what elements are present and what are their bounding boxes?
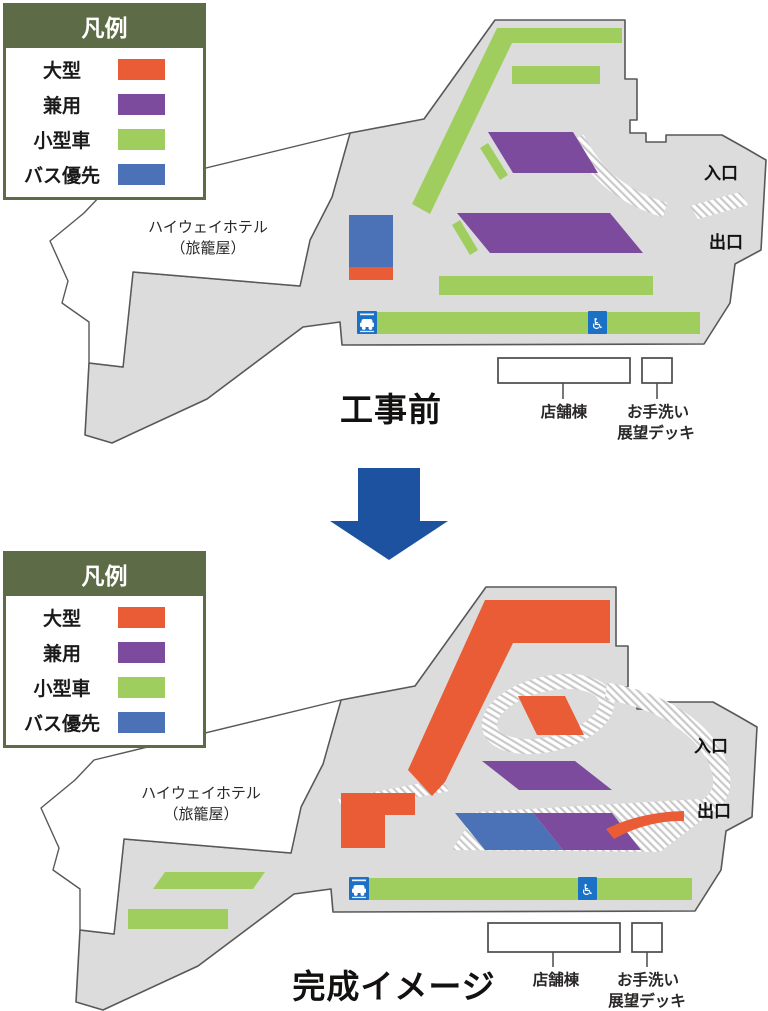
hotel-sub: （旅籠屋）	[163, 805, 239, 823]
hotel-name: ハイウェイホテル	[148, 218, 268, 236]
color-swatch	[118, 676, 165, 698]
shared-lot-upper	[482, 761, 612, 790]
legend-label: 小型車	[33, 677, 91, 700]
color-swatch	[118, 606, 165, 628]
legend-item-bus: バス優先	[6, 711, 203, 735]
small-car-strip-mid	[439, 276, 653, 295]
entrance-label-before: 入口	[704, 164, 738, 184]
color-swatch	[118, 58, 165, 80]
restroom-building	[641, 357, 673, 384]
restroom-label-before: お手洗い	[626, 403, 690, 421]
large-vehicle-bent-band	[408, 600, 610, 796]
before-map: ♿	[49, 19, 767, 444]
after-map: ♿	[40, 586, 758, 1011]
small-car-sliver-lower	[452, 220, 478, 255]
shared-lot-lower	[533, 813, 641, 850]
legend-label: バス優先	[23, 164, 100, 187]
shared-lot-upper	[488, 132, 598, 173]
shared-lot-lower	[457, 213, 643, 253]
legend-label: 小型車	[33, 129, 91, 152]
small-car-bent-band	[412, 28, 622, 214]
deck-label-after: 展望デッキ	[608, 992, 686, 1010]
legend-item-small: 小型車	[6, 676, 203, 700]
legend-item-shared: 兼用	[6, 93, 203, 117]
color-swatch	[118, 93, 165, 115]
legend-body: 大型 兼用 小型車 バス優先	[6, 596, 203, 745]
after-map-title: 完成イメージ	[292, 967, 496, 1006]
color-swatch	[118, 711, 165, 733]
large-vehicle-corner-lot	[341, 793, 415, 848]
ev-charging-icon	[357, 311, 377, 334]
before-map-title: 工事前	[340, 390, 442, 429]
restroom-building	[631, 922, 663, 953]
legend-label: バス優先	[23, 712, 100, 735]
legend-item-small: 小型車	[6, 128, 203, 152]
entrance-label-after: 入口	[694, 737, 728, 757]
ev-charging-icon	[349, 877, 369, 900]
small-car-strip-long	[358, 312, 700, 334]
restroom-label-after: お手洗い	[616, 971, 680, 989]
deck-label-before: 展望デッキ	[617, 424, 695, 442]
hotel-label-after: ハイウェイホテル （旅籠屋）	[141, 783, 261, 825]
small-car-strip-b	[128, 909, 228, 929]
road-hatch-band	[690, 192, 748, 219]
color-swatch	[118, 163, 165, 185]
hotel-name: ハイウェイホテル	[141, 784, 261, 802]
hotel-label-before: ハイウェイホテル （旅籠屋）	[148, 217, 268, 259]
legend-label: 大型	[42, 607, 81, 630]
large-vehicle-crescent	[606, 811, 684, 839]
hotel-sub: （旅籠屋）	[170, 239, 246, 257]
shop-building	[487, 922, 621, 953]
exit-label-after: 出口	[697, 802, 731, 822]
legend-item-shared: 兼用	[6, 641, 203, 665]
small-car-strip-long	[350, 878, 692, 900]
svg-text:♿: ♿	[581, 881, 594, 899]
svg-text:♿: ♿	[591, 315, 604, 333]
legend-label: 兼用	[42, 94, 81, 117]
color-swatch	[118, 641, 165, 663]
bus-priority-lot	[455, 813, 563, 850]
down-arrow-icon	[330, 468, 448, 560]
legend-item-large: 大型	[6, 58, 203, 82]
small-car-strip-upper	[512, 66, 600, 84]
shop-label-after: 店舗棟	[532, 971, 580, 989]
accessible-parking-icon: ♿	[588, 311, 607, 334]
large-vehicle-lot-mid	[518, 696, 584, 735]
legend-box-before: 凡例 大型 兼用 小型車 バス優先	[3, 3, 206, 200]
legend-label: 兼用	[42, 642, 81, 665]
color-swatch	[118, 128, 165, 150]
accessible-parking-icon: ♿	[578, 877, 597, 900]
legend-item-bus: バス優先	[6, 163, 203, 187]
legend-box-after: 凡例 大型 兼用 小型車 バス優先	[3, 551, 206, 748]
legend-label: 大型	[42, 59, 81, 82]
small-car-strip-a	[153, 872, 265, 889]
legend-title: 凡例	[6, 554, 203, 596]
large-vehicle-strip-small	[349, 267, 393, 280]
bus-priority-lot	[349, 215, 393, 267]
shop-building	[497, 357, 631, 384]
shop-label-before: 店舗棟	[540, 403, 588, 421]
legend-title: 凡例	[6, 6, 203, 48]
legend-item-large: 大型	[6, 606, 203, 630]
road-hatch-swirl	[604, 682, 731, 824]
exit-label-before: 出口	[709, 233, 743, 253]
legend-body: 大型 兼用 小型車 バス優先	[6, 48, 203, 197]
small-car-sliver-upper	[480, 143, 508, 180]
